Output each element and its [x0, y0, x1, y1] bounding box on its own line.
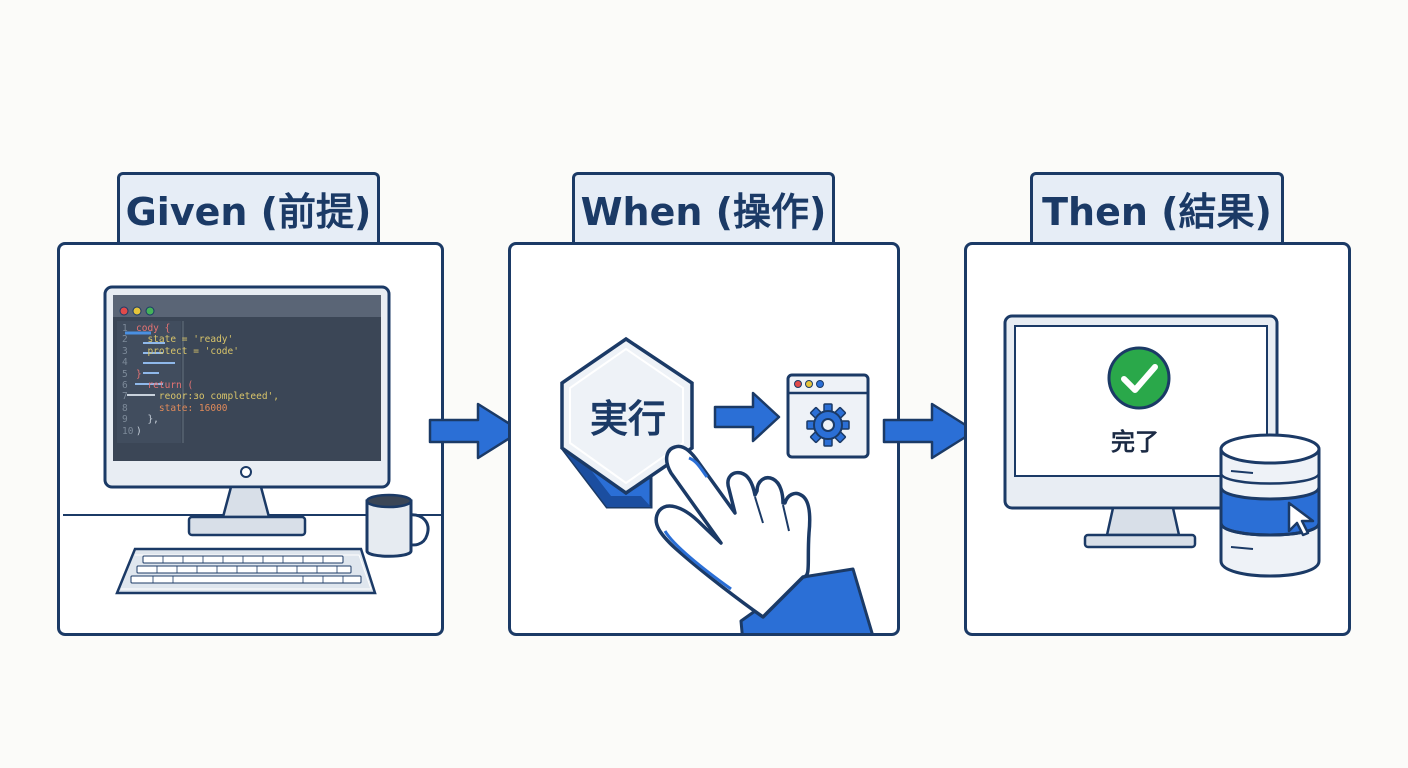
given-tab: Given (前提) — [117, 172, 380, 242]
given-panel — [57, 242, 444, 636]
then-title: Then (結果) — [1042, 190, 1272, 234]
then-illustration — [1003, 314, 1321, 578]
status-complete-label: 完了 — [1111, 428, 1159, 456]
when-panel — [508, 242, 900, 636]
code-line: 10) — [122, 425, 142, 437]
coffee-mug-icon — [365, 493, 430, 558]
code-line: 9 }, — [122, 414, 159, 426]
then-tab: Then (結果) — [1030, 172, 1284, 242]
code-line: 4 — [122, 357, 128, 369]
pointing-hand-icon — [654, 444, 874, 633]
computer-monitor-icon — [103, 285, 391, 537]
given-illustration — [63, 285, 441, 595]
database-icon — [1219, 433, 1321, 578]
arrow-right-icon — [428, 402, 523, 460]
execute-button-icon — [560, 336, 694, 509]
given-title: Given (前提) — [125, 190, 372, 234]
check-circle-icon — [1107, 346, 1171, 410]
then-panel — [964, 242, 1351, 636]
code-line: 6 return ( — [122, 380, 194, 392]
code-line: 7 reoor:ɜo completeed', — [122, 391, 279, 403]
keyboard-icon — [115, 547, 377, 595]
gear-icon — [806, 403, 850, 447]
code-line: 5} — [122, 368, 142, 380]
small-arrow-icon — [713, 391, 781, 443]
code-line: 2 state = 'ready' — [122, 334, 234, 346]
cursor-icon — [1287, 501, 1315, 537]
when-title: When (操作) — [580, 190, 827, 234]
when-tab: When (操作) — [572, 172, 835, 242]
code-line: 8 state: 16000 — [122, 402, 228, 414]
settings-window-icon — [786, 373, 870, 459]
execute-button[interactable]: 実行 — [589, 397, 666, 441]
arrow-right-icon — [882, 402, 977, 460]
when-illustration — [560, 336, 874, 633]
code-line: 3 protect = 'code' — [122, 345, 239, 357]
